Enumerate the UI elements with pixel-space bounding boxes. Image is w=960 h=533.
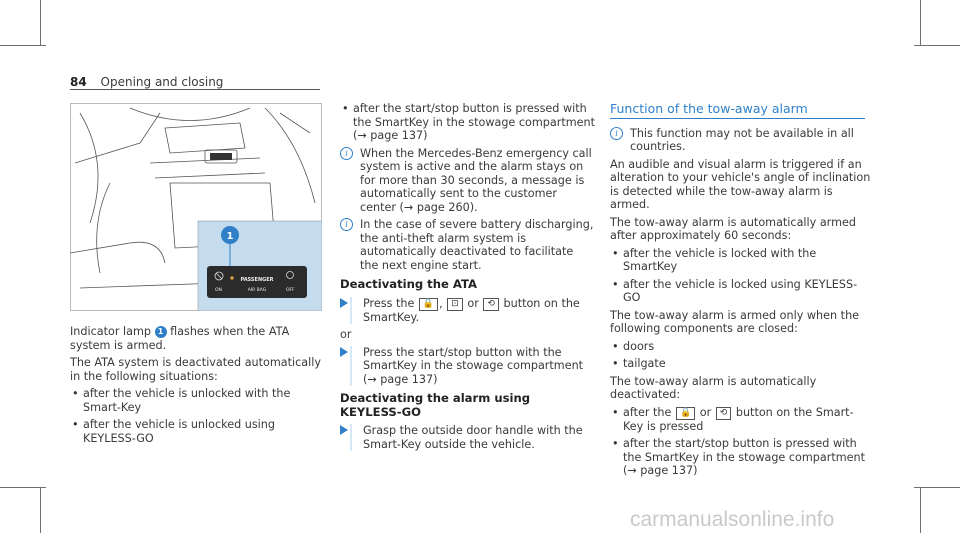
figure-label-off: OFF (286, 287, 295, 293)
list-item: after the start/stop button is pressed w… (340, 102, 595, 143)
note: i When the Mercedes-Benz emergency call … (340, 146, 595, 215)
step-text: Press the (363, 296, 415, 310)
note-text: In the case of severe battery dischargin… (360, 218, 594, 272)
list-item: after the start/stop button is pressed w… (610, 437, 872, 478)
deactivated-intro: The ATA system is deactivated automatica… (70, 356, 321, 383)
list-item: tailgate (610, 357, 872, 371)
crop-mark (0, 45, 46, 46)
instruction-step: Grasp the outside door handle with the S… (340, 424, 595, 451)
step-text: Press the start/stop button with the Sma… (363, 345, 584, 386)
paragraph: The tow-away alarm is automatically arme… (610, 215, 856, 243)
heading-deactivating-keyless: Deactivating the alarm using KEYLESS-GO (340, 391, 531, 419)
lock-key-icon: 🔒 (418, 297, 439, 311)
left-column: Indicator lamp 1 flashes when the ATA sy… (70, 325, 325, 449)
crop-mark (0, 487, 46, 488)
list-item: after the 🔒 or ⟲ button on the Smart-Key… (610, 406, 872, 434)
note-text: This function may not be available in al… (630, 126, 854, 154)
list-item: after the vehicle is locked using KEYLES… (610, 278, 872, 305)
heading-rule (610, 117, 865, 119)
figure-badge: 1 (227, 231, 234, 242)
lock-key-icon: 🔒 (675, 406, 696, 420)
step-bar (350, 424, 352, 451)
list-item: after the vehicle is locked with the Sma… (610, 247, 872, 274)
info-icon: i (340, 218, 353, 231)
or-text: or (467, 296, 479, 310)
indicator-text-post: flashes when the ATA system is armed. (70, 325, 290, 352)
figure-label-on: ON (215, 287, 222, 293)
figure-label-airbag: AIR BAG (248, 287, 267, 293)
panic-key-icon: ⟲ (715, 406, 732, 420)
crop-mark (40, 0, 41, 46)
list-item: after the vehicle is unlocked with the S… (70, 387, 325, 414)
crop-mark (920, 487, 921, 533)
dashboard-illustration: 1 ON PASSENGER AIR BAG OFF (70, 103, 322, 311)
or-separator: or (340, 328, 352, 341)
arrow-icon (340, 297, 348, 308)
trunk-key-icon: ⊡ (447, 297, 463, 311)
paragraph: An audible and visual alarm is triggered… (610, 157, 871, 212)
note: i This function may not be available in … (610, 126, 872, 154)
list-item: after the vehicle is unlocked using KEYL… (70, 418, 325, 445)
heading-deactivating-ata: Deactivating the ATA (340, 277, 477, 291)
instruction-step: Press the start/stop button with the Sma… (340, 345, 595, 386)
info-icon: i (610, 126, 623, 140)
panic-key-icon: ⟲ (483, 297, 499, 311)
instruction-step: Press the 🔒, ⊡ or ⟲ button on the SmartK… (340, 296, 595, 324)
watermark: carmanualsonline.info (630, 508, 835, 531)
step-text: Grasp the outside door handle with the S… (363, 424, 583, 451)
indicator-paragraph: Indicator lamp 1 flashes when the ATA sy… (70, 325, 325, 352)
arrow-icon (340, 346, 348, 357)
crop-mark (920, 0, 921, 46)
figure-label-passenger: PASSENGER (240, 277, 273, 283)
arrow-icon (340, 425, 348, 435)
note: i In the case of severe battery discharg… (340, 218, 595, 272)
heading-tow-away-alarm: Function of the tow-away alarm (610, 101, 808, 116)
info-icon: i (340, 146, 353, 160)
crop-mark (914, 45, 960, 46)
callout-badge: 1 (154, 326, 167, 338)
right-column: Function of the tow-away alarm i This fu… (610, 102, 872, 482)
step-bar (350, 345, 352, 386)
header-rule (70, 89, 320, 90)
indicator-text-pre: Indicator lamp (70, 325, 151, 338)
middle-column: after the start/stop button is pressed w… (340, 102, 595, 455)
page-header: 84 Opening and closing (70, 75, 223, 89)
page-number: 84 (70, 75, 87, 89)
crop-mark (40, 487, 41, 533)
crop-mark (914, 487, 960, 488)
paragraph: The tow-away alarm is armed only when th… (610, 308, 860, 336)
note-text: When the Mercedes-Benz emergency call sy… (360, 146, 592, 214)
paragraph: The tow-away alarm is automatically deac… (610, 374, 817, 402)
or-text: or (699, 405, 712, 419)
step-bar (350, 296, 352, 324)
section-title: Opening and closing (100, 75, 224, 89)
step-text: button on the SmartKey. (363, 296, 580, 324)
list-text: after the (623, 405, 672, 419)
list-text: button on the Smart-Key is pressed (623, 405, 854, 433)
list-item: doors (610, 340, 872, 354)
